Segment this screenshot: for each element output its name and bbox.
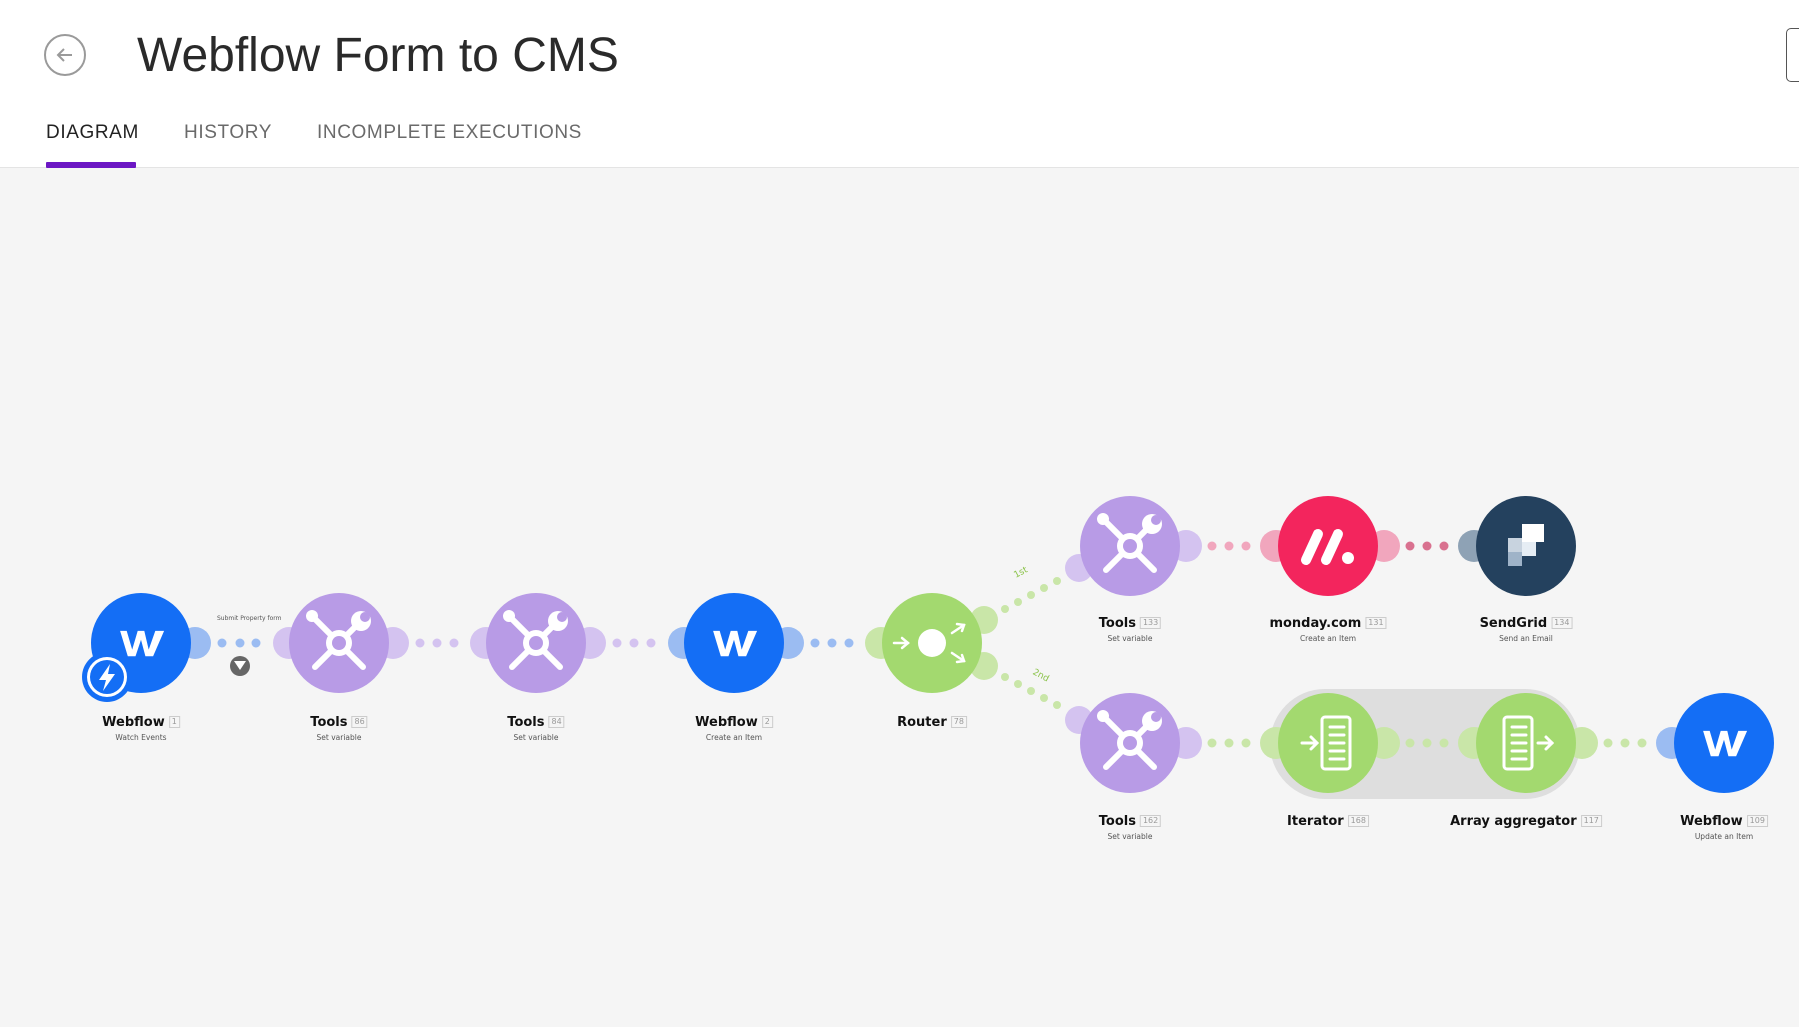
module-tools-84[interactable] [470,593,606,693]
scenario-header: Webflow Form to CMS DIAGRAM HISTORY INCO… [0,0,1799,168]
connector-86-84[interactable] [415,638,459,648]
module-name: Array aggregator [1450,814,1577,829]
module-router-78[interactable] [865,593,998,693]
module-name: Tools [1098,616,1136,631]
module-action: Set variable [1107,634,1153,643]
connector-route-2nd[interactable] [1001,673,1061,709]
module-tools-162[interactable] [1065,693,1202,793]
module-action: Watch Events [115,733,167,742]
module-id: 131 [1365,617,1387,629]
module-webflow-2[interactable] [668,593,804,693]
connector-route-1st[interactable] [1001,577,1061,613]
connector-168-117[interactable] [1405,738,1449,748]
module-sendgrid-134[interactable] [1458,496,1576,596]
module-action: Set variable [1107,832,1153,841]
module-name: Webflow [102,715,165,730]
module-name: Webflow [1680,814,1743,829]
active-tab-indicator [46,162,136,168]
module-id: 168 [1347,815,1369,827]
module-name: Iterator [1287,814,1344,829]
tab-diagram[interactable]: DIAGRAM [46,122,139,143]
arrow-left-icon [56,48,72,62]
connector-131-134[interactable] [1405,541,1449,551]
module-id: 84 [548,716,565,728]
lightning-icon[interactable] [82,652,132,702]
module-id: 134 [1551,617,1573,629]
module-tools-133[interactable] [1065,496,1202,596]
module-tools-86[interactable] [273,593,409,693]
module-id: 1 [168,716,180,728]
connector-133-131[interactable] [1207,541,1251,551]
module-action: Set variable [316,733,362,742]
module-action: Send an Email [1499,634,1553,643]
module-id: 2 [761,716,773,728]
filter-label[interactable]: Submit Property form [217,615,282,622]
module-id: 117 [1580,815,1602,827]
connector-162-168[interactable] [1207,738,1251,748]
module-id: 133 [1139,617,1162,629]
module-name: SendGrid [1479,616,1548,631]
module-name: monday.com [1269,616,1362,631]
module-action: Set variable [513,733,559,742]
module-name: Tools [310,715,348,730]
module-id: 109 [1746,815,1768,827]
module-name: Webflow [695,715,758,730]
module-action: Create an Item [705,733,763,742]
back-button[interactable] [44,34,86,76]
filter-icon[interactable] [230,656,250,676]
connector-2-78[interactable] [810,638,854,648]
header-action-button[interactable] [1786,28,1799,82]
tab-incomplete-executions[interactable]: INCOMPLETE EXECUTIONS [317,122,582,143]
connector-1-86[interactable] [217,638,261,648]
module-action: Create an Item [1299,634,1357,643]
connector-117-109[interactable] [1603,738,1647,748]
module-name: Router [897,715,947,730]
module-id: 86 [351,716,368,728]
module-name: Tools [1098,814,1136,829]
module-iterator-168[interactable] [1260,693,1400,793]
module-id: 162 [1139,815,1162,827]
tab-history[interactable]: HISTORY [184,122,272,143]
connector-84-2[interactable] [612,638,656,648]
module-id: 78 [950,716,967,728]
module-action: Update an Item [1694,832,1754,841]
module-monday-131[interactable] [1260,496,1400,596]
page-title: Webflow Form to CMS [137,29,619,82]
module-name: Tools [507,715,545,730]
module-webflow-109[interactable] [1656,693,1774,793]
module-aggregator-117[interactable] [1458,693,1598,793]
